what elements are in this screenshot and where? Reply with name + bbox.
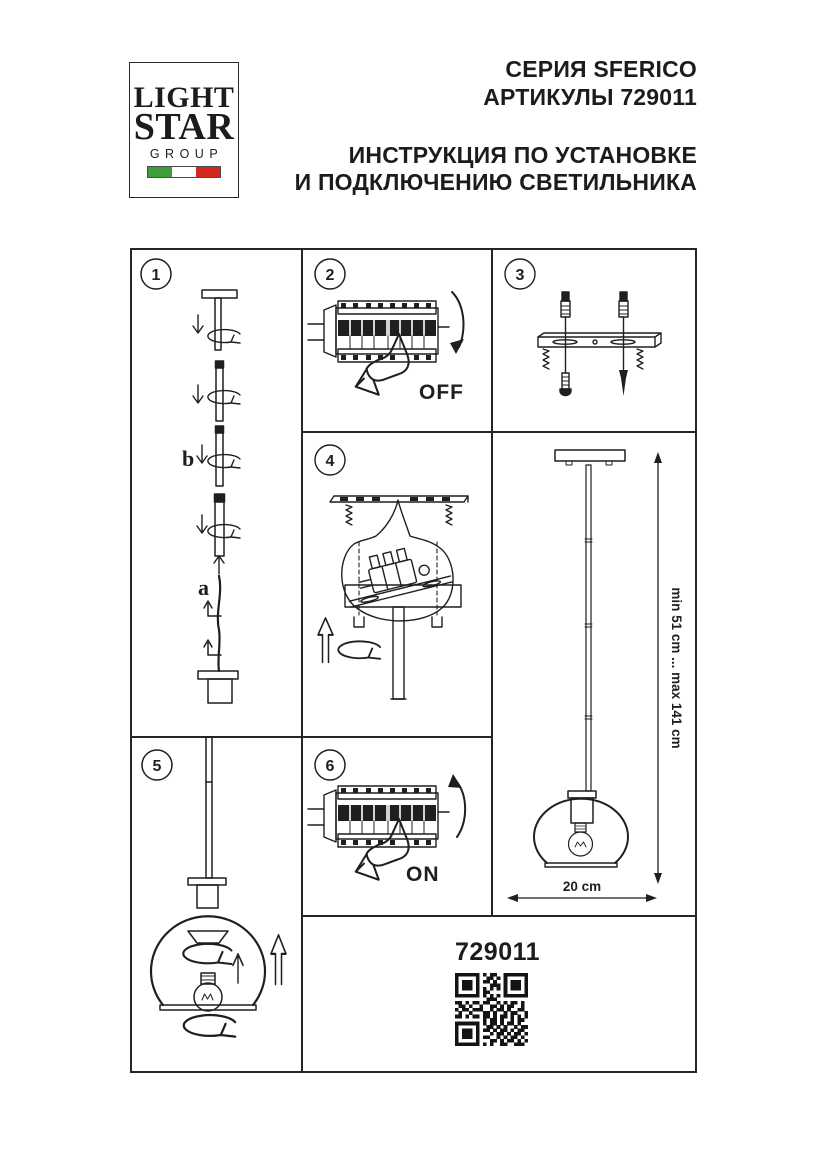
canopy-plate-drawing [344,541,462,700]
header-series-block: СЕРИЯ SFERICO АРТИКУЛЫ 729011 [483,55,697,111]
grid-hline-3 [302,915,697,917]
step6-badge: 6 [314,749,346,781]
rod-section-3 [214,425,225,487]
cord-adjust-arrow [203,639,222,656]
up-arrow-icon [231,952,245,984]
diffuser-drawing [187,930,229,944]
screw-drawing [559,372,572,397]
up-arrow-icon [317,617,334,664]
qr-code [455,973,528,1046]
rotate-arrow-icon [182,942,233,966]
width-dimension: 20 cm [507,879,657,902]
zoom-balloon-outline [341,499,454,622]
rotate-arrow-icon [207,389,241,405]
height-dimension: min 51 cm ... max 141 cm [654,452,684,884]
down-arrow-icon [196,514,208,534]
bracket-bar-drawing [537,332,662,348]
circuit-breaker-drawing [307,785,450,848]
rotate-arrow-icon [207,453,241,469]
canopy-drawing [201,289,238,351]
step1-badge: 1 [140,258,172,290]
rod-drawing [205,736,213,879]
logo-word-group: GROUP [149,147,224,161]
threaded-stud-icon [542,348,550,370]
instruction-line-2: И ПОДКЛЮЧЕНИЮ СВЕТИЛЬНИКА [294,169,697,195]
threaded-stud-icon [445,504,453,526]
step6-number: 6 [326,758,335,775]
height-range-label: min 51 cm ... max 141 cm [669,587,684,748]
grid-hline-2 [130,736,492,738]
bulb-drawing [193,972,223,1012]
rotate-arrow-icon [207,328,241,344]
instruction-line-1: ИНСТРУКЦИЯ ПО УСТАНОВКЕ [348,142,697,168]
grid-vline-left [301,248,303,1073]
wall-anchor-drawing [560,291,571,318]
flag-white-stripe [172,167,196,177]
step4-number: 4 [326,453,335,470]
grid-hline-1 [302,431,697,433]
logo-word-light: LIGHT [133,81,235,114]
rotate-arrow-icon [337,640,382,660]
step6-power-on-diagram: 6 ON [307,749,467,886]
pointing-hand-icon [354,817,410,881]
step4-wiring-diagram: 4 [314,444,469,700]
tapered-screw-drawing [619,370,628,396]
off-label: OFF [419,381,464,404]
italian-flag-icon [147,166,221,178]
down-arrow-icon [192,384,204,404]
glass-globe-drawing [533,797,629,868]
down-arrow-icon [192,314,204,334]
series-title: СЕРИЯ SFERICO [505,56,697,82]
header-instruction-block: ИНСТРУКЦИЯ ПО УСТАНОВКЕ И ПОДКЛЮЧЕНИЮ СВ… [295,142,697,196]
label-b: b [182,446,194,471]
flag-red-stripe [196,167,220,177]
turn-off-arrow-icon [450,291,465,354]
down-arrow-icon [196,444,208,464]
socket-drawing [197,670,239,704]
wall-anchor-drawing [618,291,629,318]
step2-power-off-diagram: 2 OFF [307,258,465,404]
article-code-box: 729011 [302,916,697,1073]
up-arrow-icon [213,555,225,575]
step5-badge: 5 [141,749,173,781]
lightstar-logo: LIGHT STAR GROUP [129,62,239,198]
label-a: a [198,575,209,600]
bulb-drawing [567,822,594,857]
pointing-hand-icon [354,332,410,396]
cord-drawing [216,574,222,673]
grid-vline-right [491,248,493,916]
ceiling-plate-drawing [554,449,626,466]
threaded-stud-icon [345,504,353,526]
on-label: ON [406,863,440,886]
step1-number: 1 [152,267,161,284]
step4-badge: 4 [314,444,346,476]
step2-badge: 2 [314,258,346,290]
width-label: 20 cm [563,879,601,894]
turn-on-arrow-icon [448,774,467,838]
step1-rod-assembly-diagram: 1 b [140,258,241,704]
socket-drawing [567,790,597,824]
circuit-breaker-drawing [307,300,450,363]
cord-adjust-arrow [203,600,222,617]
step3-bracket-mounting-diagram: 3 [504,258,662,397]
glass-globe-drawing [149,915,267,1011]
rod-drawing [584,464,593,792]
step5-shade-bulb-diagram: 5 [141,736,288,1038]
steps-table-border [130,248,697,1073]
socket-drawing [187,877,227,909]
step5-number: 5 [153,758,162,775]
flag-green-stripe [148,167,172,177]
terminal-block-drawing [348,547,453,608]
lamp-dimensions-diagram: min 51 cm ... max 141 cm 20 cm [507,449,684,902]
article-title: АРТИКУЛЫ 729011 [483,84,697,110]
threaded-stud-icon [636,348,644,370]
up-arrow-icon [269,933,288,986]
step3-number: 3 [516,267,525,284]
rotate-arrow-icon [182,1013,237,1038]
article-number: 729011 [455,938,541,966]
step2-number: 2 [326,267,335,284]
logo-word-star: STAR [133,106,235,148]
step3-badge: 3 [504,258,536,290]
